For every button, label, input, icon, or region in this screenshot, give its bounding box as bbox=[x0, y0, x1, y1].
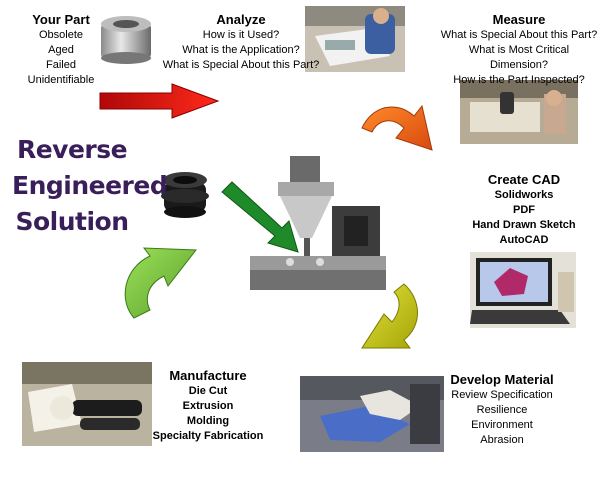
develop-material-item: Review Specification bbox=[451, 389, 553, 401]
cad-laptop-photo bbox=[470, 252, 576, 328]
manufacture-photo bbox=[22, 362, 152, 446]
measure-block: Measure What is Special About this Part?… bbox=[440, 12, 598, 88]
create-cad-item: AutoCAD bbox=[499, 234, 549, 246]
analyze-heading: Analyze bbox=[216, 12, 266, 27]
create-cad-item: PDF bbox=[513, 204, 535, 216]
create-cad-item: Hand Drawn Sketch bbox=[472, 219, 576, 231]
your-part-item: Aged bbox=[48, 44, 74, 56]
analyze-block: Analyze How is it Used? What is the Appl… bbox=[160, 12, 322, 73]
develop-material-item: Abrasion bbox=[480, 434, 524, 446]
rubber-bushing-photo bbox=[158, 162, 212, 222]
measure-item: What is Most Critical Dimension? bbox=[468, 44, 570, 71]
your-part-heading: Your Part bbox=[32, 12, 90, 27]
develop-material-photo bbox=[300, 376, 444, 452]
your-part-item: Obsolete bbox=[38, 29, 84, 41]
machine-photo bbox=[250, 152, 386, 290]
manufacture-item: Die Cut bbox=[188, 385, 228, 397]
red-arrow bbox=[99, 83, 220, 119]
manufacture-item: Molding bbox=[186, 415, 230, 427]
manufacture-block: Manufacture Die Cut Extrusion Molding Sp… bbox=[150, 368, 266, 444]
green-arrow bbox=[124, 247, 197, 319]
your-part-item: Unidentifiable bbox=[27, 74, 95, 86]
develop-material-heading: Develop Material bbox=[450, 372, 554, 387]
manufacture-item: Extrusion bbox=[182, 400, 234, 412]
analyze-item: What is the Application? bbox=[182, 44, 300, 56]
measure-item: How is the Part Inspected? bbox=[453, 74, 585, 86]
create-cad-item: Solidworks bbox=[494, 189, 554, 201]
metal-part-photo bbox=[95, 10, 157, 66]
analyze-item: What is Special About this Part? bbox=[162, 59, 320, 71]
title-line-1: Reverse bbox=[16, 135, 128, 164]
analyze-item: How is it Used? bbox=[202, 29, 280, 41]
title-line-2: Engineered bbox=[12, 171, 168, 200]
analyze-photo bbox=[305, 6, 405, 72]
yellow-arrow bbox=[361, 283, 418, 349]
develop-material-block: Develop Material Review Specification Re… bbox=[446, 372, 558, 448]
develop-material-item: Resilience bbox=[476, 404, 528, 416]
develop-material-item: Environment bbox=[471, 419, 533, 431]
orange-arrow bbox=[361, 104, 433, 151]
title-line-3: Solution bbox=[15, 207, 129, 236]
manufacture-item: Specialty Fabrication bbox=[152, 430, 264, 442]
measure-item: What is Special About this Part? bbox=[440, 29, 598, 41]
solution-title: Reverse Engineered Solution bbox=[12, 132, 168, 240]
manufacture-heading: Manufacture bbox=[169, 368, 247, 383]
your-part-item: Failed bbox=[46, 59, 76, 71]
create-cad-block: Create CAD Solidworks PDF Hand Drawn Ske… bbox=[464, 172, 584, 248]
measure-heading: Measure bbox=[492, 12, 546, 27]
create-cad-heading: Create CAD bbox=[487, 172, 561, 187]
measure-photo bbox=[460, 80, 578, 144]
your-part-block: Your Part Obsolete Aged Failed Unidentif… bbox=[20, 12, 102, 88]
